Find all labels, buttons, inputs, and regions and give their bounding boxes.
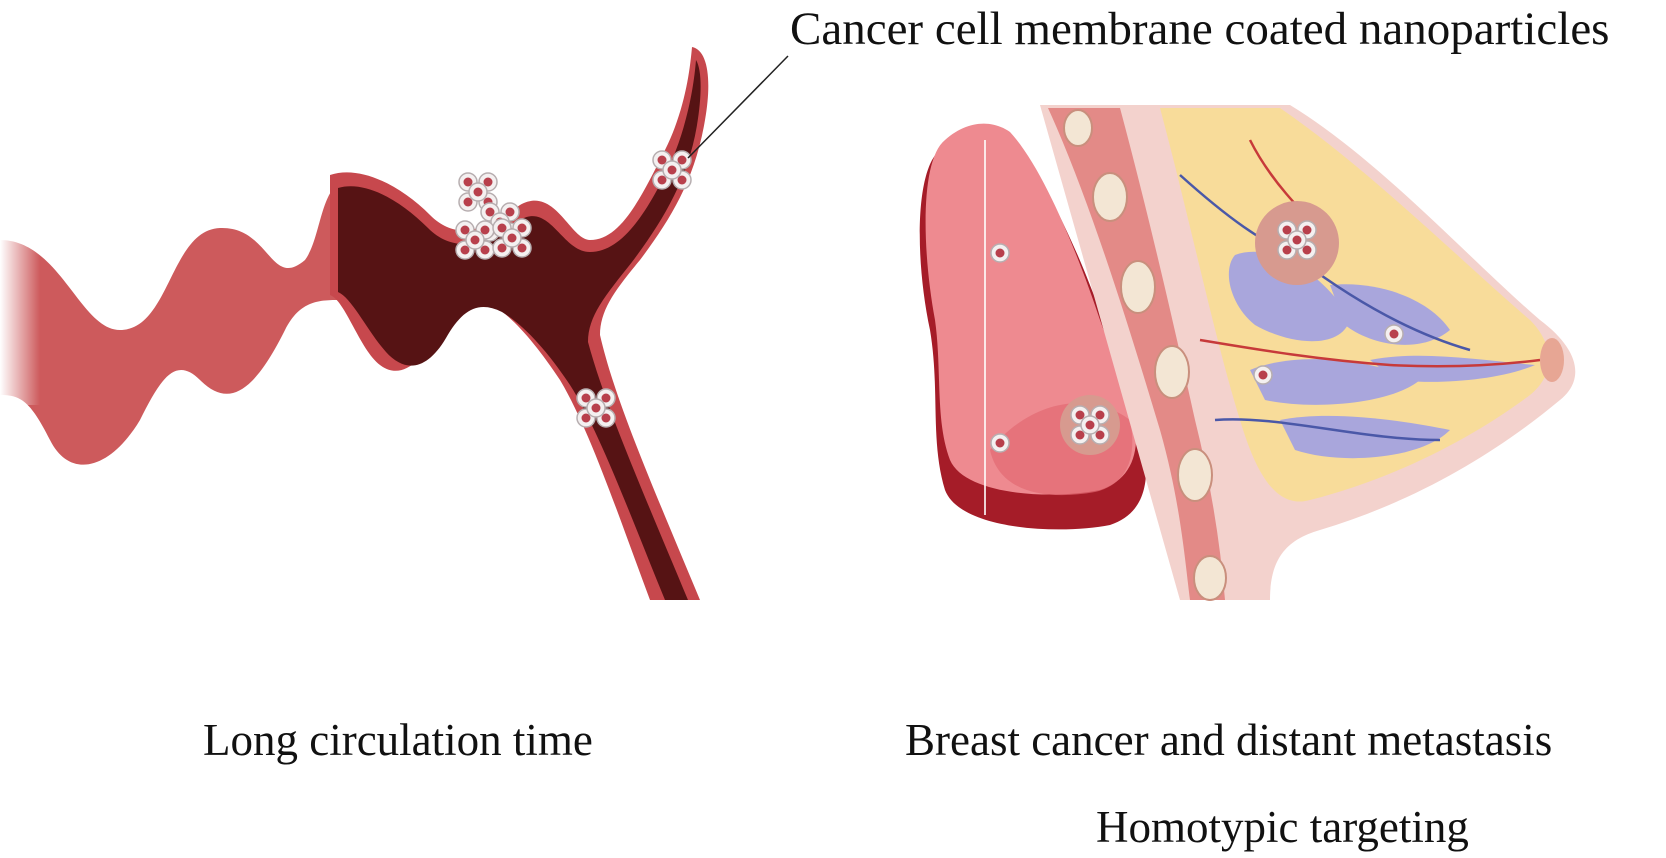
artery bbox=[0, 182, 340, 465]
ribs bbox=[1063, 109, 1227, 601]
vein-inner bbox=[338, 60, 701, 600]
tumor-icon bbox=[1060, 395, 1120, 455]
nanoparticle-icon bbox=[1253, 365, 1273, 385]
nanoparticle-icon bbox=[1384, 324, 1404, 344]
lung-diagram bbox=[919, 123, 1147, 530]
blood-vessel-diagram bbox=[0, 47, 789, 600]
metastasis-caption: Breast cancer and distant metastasis bbox=[905, 715, 1553, 765]
leader-line bbox=[687, 55, 789, 159]
nanoparticle-icon bbox=[990, 433, 1010, 453]
targeting-caption: Homotypic targeting bbox=[1096, 802, 1469, 852]
circulation-caption: Long circulation time bbox=[203, 715, 593, 765]
breast-diagram bbox=[1040, 105, 1576, 601]
nanoparticle-icon bbox=[990, 243, 1010, 263]
tumor-icon bbox=[1255, 201, 1339, 285]
mammary-glands bbox=[1228, 251, 1535, 459]
nipple bbox=[1540, 338, 1564, 382]
nanoparticles-caption: Cancer cell membrane coated nanoparticle… bbox=[790, 3, 1610, 55]
